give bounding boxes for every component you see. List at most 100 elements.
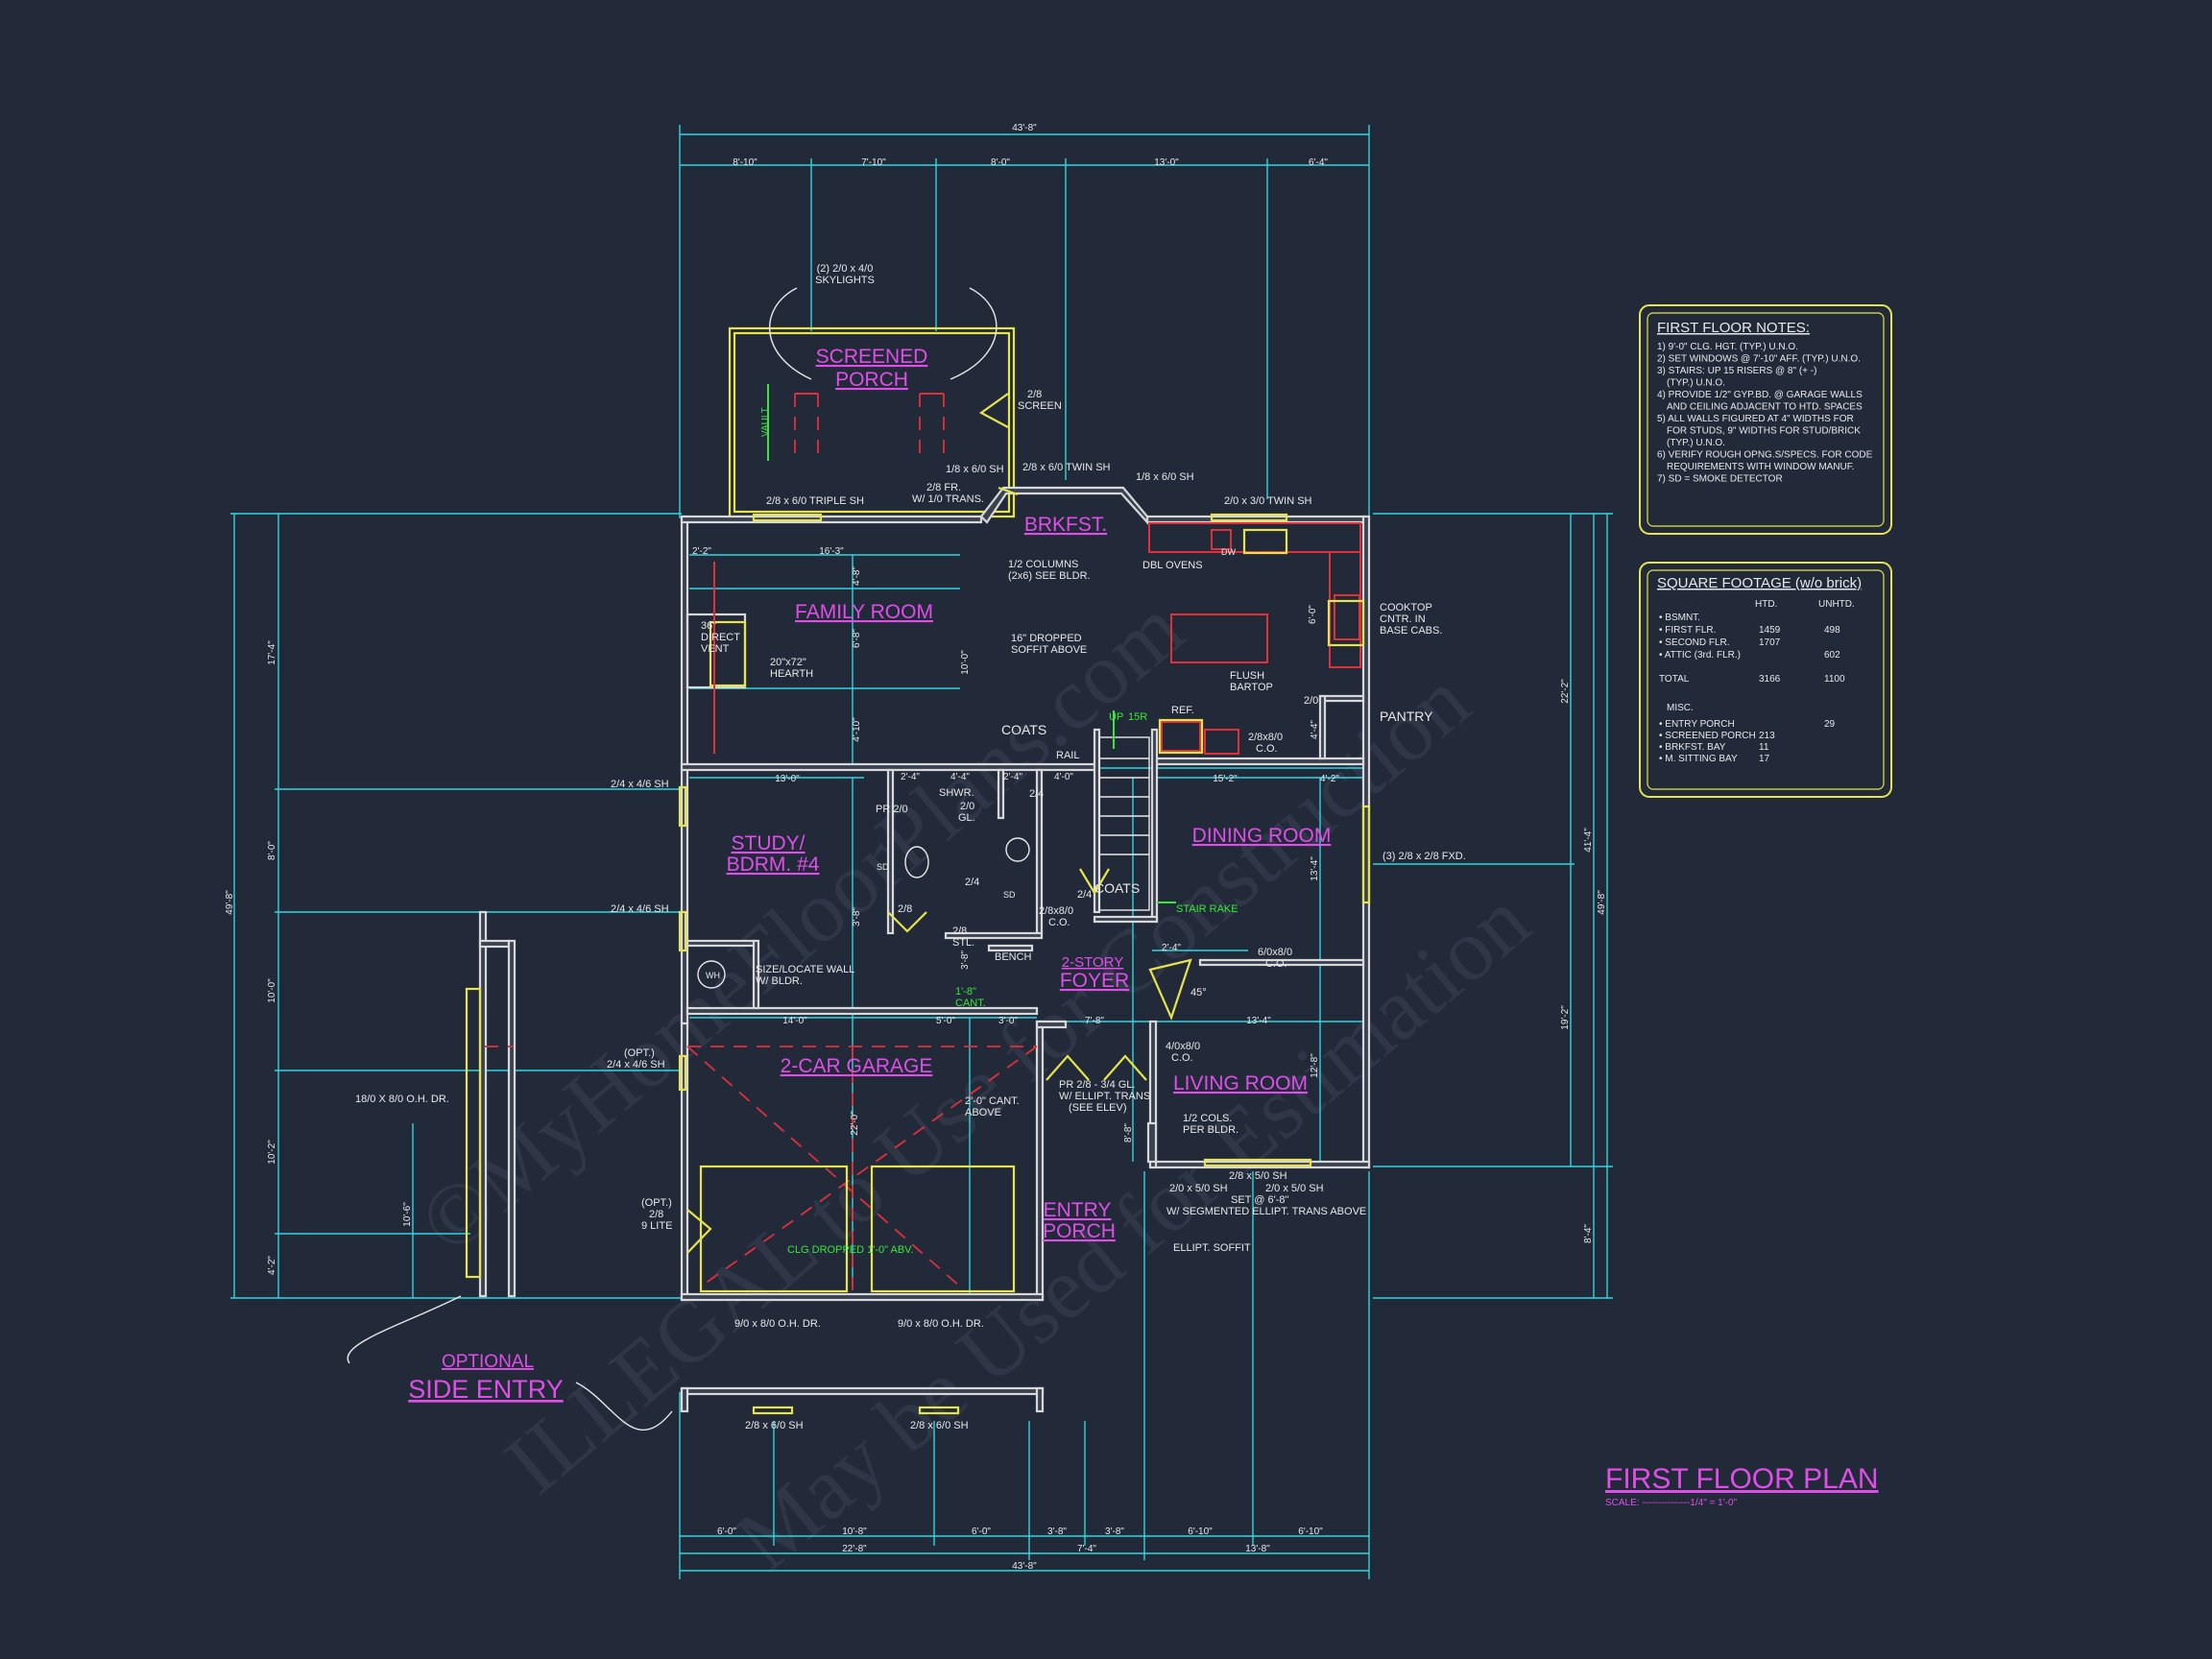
co-28-2: C.O. — [1256, 743, 1278, 755]
dim-left-overall: 49'-8" — [225, 890, 235, 915]
dim-right-e: 8'-4" — [1583, 1224, 1594, 1243]
screened-porch-outline — [728, 287, 1016, 518]
bath-fixtures — [887, 837, 1110, 933]
dim-foy-w: 7'-8" — [1085, 1016, 1104, 1026]
dim-v-h: 3'-8" — [960, 950, 971, 970]
kitchen-cabinets — [713, 522, 1365, 755]
ref: REF. — [1171, 705, 1194, 716]
watermark-line-1: ©MyHomeFloorPlans.com — [400, 579, 1201, 1273]
room-entry-porch-2: PORCH — [1043, 1220, 1116, 1242]
pantry-label: PANTRY — [1380, 709, 1433, 724]
sh-bot-b: 2/8 x 6/0 SH — [910, 1420, 969, 1431]
size-wall-2: W/ BLDR. — [756, 975, 803, 987]
co-28-1: 2/8x8/0 — [1248, 732, 1283, 743]
first-floor-notes-panel: FIRST FLOOR NOTES: 1) 9'-0" CLG. HGT. (T… — [1639, 304, 1892, 535]
stl-1: 2/8 — [952, 926, 967, 937]
dim-left-2: 10'-0" — [267, 978, 277, 1003]
notes-line: 2) SET WINDOWS @ 7'-10" AFF. (TYP.) U.N.… — [1657, 354, 1861, 365]
dim-v-i: 6'-0" — [1308, 605, 1318, 624]
dim-left-0: 17'-4" — [267, 640, 277, 665]
vent-3: VENT — [701, 643, 730, 655]
shwr: SHWR. — [939, 787, 974, 799]
dim-bot-4: 3'-8" — [1105, 1527, 1124, 1537]
stair-risers: 15R — [1128, 711, 1147, 723]
sqft-cell-htd: 1459 — [1759, 625, 1781, 636]
dim-fam-w: 16'-3" — [819, 546, 844, 557]
dim-bot-2: 6'-0" — [972, 1527, 991, 1537]
dim-left-3: 10'-2" — [267, 1140, 277, 1165]
cant-2: CANT. — [955, 998, 986, 1009]
triple-sh: 2/8 x 6/0 TRIPLE SH — [766, 495, 864, 507]
bartop-2: BARTOP — [1230, 682, 1273, 693]
notes-line: AND CEILING ADJACENT TO HTD. SPACES — [1667, 402, 1863, 413]
dim-fam-l: 2'-2" — [692, 546, 711, 557]
sqft-cell-htd: 17 — [1759, 754, 1770, 764]
cant-above-2: ABOVE — [965, 1107, 1001, 1118]
plan-title: FIRST FLOOR PLAN — [1605, 1463, 1879, 1495]
room-foyer-1: 2-STORY — [1062, 954, 1123, 971]
co-60-2: C.O. — [1265, 958, 1287, 970]
sqft-cell-label: TOTAL — [1659, 674, 1690, 685]
sqft-cell-unhtd: 602 — [1824, 650, 1840, 661]
dim-study-w: 13'-0" — [775, 774, 800, 784]
pr-ellipt-3: (SEE ELEV) — [1069, 1102, 1127, 1114]
sqft-cell-htd: 213 — [1759, 731, 1775, 741]
sqft-cell-label: • SCREENED PORCH — [1659, 731, 1756, 741]
dim-left-4: 4'-2" — [267, 1256, 277, 1275]
rear-deck-outline — [680, 1386, 1045, 1415]
opt-lite-1: (OPT.) — [641, 1197, 672, 1209]
room-entry-porch-1: ENTRY — [1044, 1199, 1112, 1221]
gl-1: 2/0 — [960, 801, 974, 812]
door-910a: 9/0 x 8/0 O.H. DR. — [734, 1318, 821, 1330]
sqft-cell-htd: 11 — [1759, 742, 1769, 753]
dim-v-c: 4'-10" — [852, 717, 862, 742]
set-at: SET @ 6'-8" — [1231, 1194, 1288, 1206]
sqft-misc-title: MISC. — [1667, 703, 1694, 713]
dw: DW — [1221, 547, 1236, 557]
sh-20b: 2/0 x 5/0 SH — [1265, 1183, 1324, 1194]
notes-line: 1) 9'-0" CLG. HGT. (TYP.) U.N.O. — [1657, 342, 1798, 352]
dim-top-2: 8'-0" — [991, 157, 1010, 168]
sh-18: 1/8 x 6/0 SH — [946, 464, 1004, 475]
dim-gar-3: 3'-0" — [998, 1016, 1018, 1026]
notes-line: 3) STAIRS: UP 15 RISERS @ 8" (+ -) — [1657, 366, 1816, 376]
room-dining: DINING ROOM — [1192, 825, 1332, 847]
dim-b-4c: 2'-4" — [1003, 772, 1022, 782]
coats-label-2: COATS — [1094, 880, 1140, 896]
room-labels: SCREENED PORCH BRKFST. FAMILY ROOM STUDY… — [408, 346, 1331, 1404]
dim-v-f: 3'-8" — [852, 907, 862, 926]
side-entry-outline — [347, 910, 673, 1431]
sh-24b: 2/4 x 4/6 SH — [611, 903, 669, 915]
dim-left-1: 8'-0" — [267, 841, 277, 860]
dim-bot-sub-1: 7'-4" — [1077, 1544, 1096, 1554]
dim-top-1: 7'-10" — [861, 157, 886, 168]
room-living: LIVING ROOM — [1173, 1072, 1308, 1094]
dim-v-k: 10'-0" — [960, 650, 971, 675]
co-40-1: 4/0x8/0 — [1166, 1041, 1200, 1052]
cols-2: PER BLDR. — [1183, 1124, 1238, 1136]
wh: WH — [706, 971, 720, 980]
angle: 45° — [1190, 987, 1207, 998]
twin-sh-20: 2/0 x 3/0 TWIN SH — [1224, 495, 1312, 507]
sqft-cell-unhtd: 1100 — [1824, 674, 1845, 685]
notes-line: 7) SD = SMOKE DETECTOR — [1657, 474, 1783, 485]
bench: BENCH — [995, 951, 1032, 963]
fr-trans-1: 2/8 FR. — [926, 482, 961, 493]
dim-bot-sub-0: 22'-8" — [842, 1544, 867, 1554]
sqft-cell-label: • ATTIC (3rd. FLR.) — [1659, 650, 1741, 661]
windows — [678, 486, 1371, 1092]
dim-b-4a: 2'-4" — [901, 772, 920, 782]
dim-gar-w: 14'-0" — [782, 1016, 807, 1026]
room-family: FAMILY ROOM — [795, 601, 933, 623]
sqft-cell-htd: 1707 — [1759, 637, 1781, 648]
dim-bot-1: 10'-8" — [842, 1527, 867, 1537]
door-24a: 2/4 — [1029, 788, 1044, 800]
ellipt-soffit: ELLIPT. SOFFIT — [1173, 1242, 1251, 1254]
coats-label-1: COATS — [1001, 722, 1046, 737]
sd-2: SD — [1003, 890, 1016, 900]
side-entry-label: SIDE ENTRY — [408, 1375, 564, 1404]
gl-2: GL. — [958, 812, 975, 824]
room-foyer-2: FOYER — [1060, 970, 1129, 992]
sqft-cell-label: • BSMNT. — [1659, 613, 1700, 623]
